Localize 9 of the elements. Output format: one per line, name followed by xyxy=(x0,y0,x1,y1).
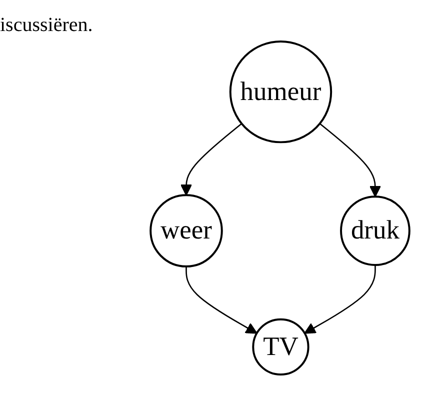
node-circle: humeur xyxy=(229,40,332,144)
note-text: iscussiëren. xyxy=(0,14,93,37)
node-circle: weer xyxy=(150,194,223,268)
node-circle: TV xyxy=(252,318,310,376)
arrow xyxy=(180,123,242,196)
arrow xyxy=(319,123,382,198)
arrow xyxy=(304,264,376,334)
arrow xyxy=(186,266,258,334)
node-circle: druk xyxy=(340,196,410,266)
